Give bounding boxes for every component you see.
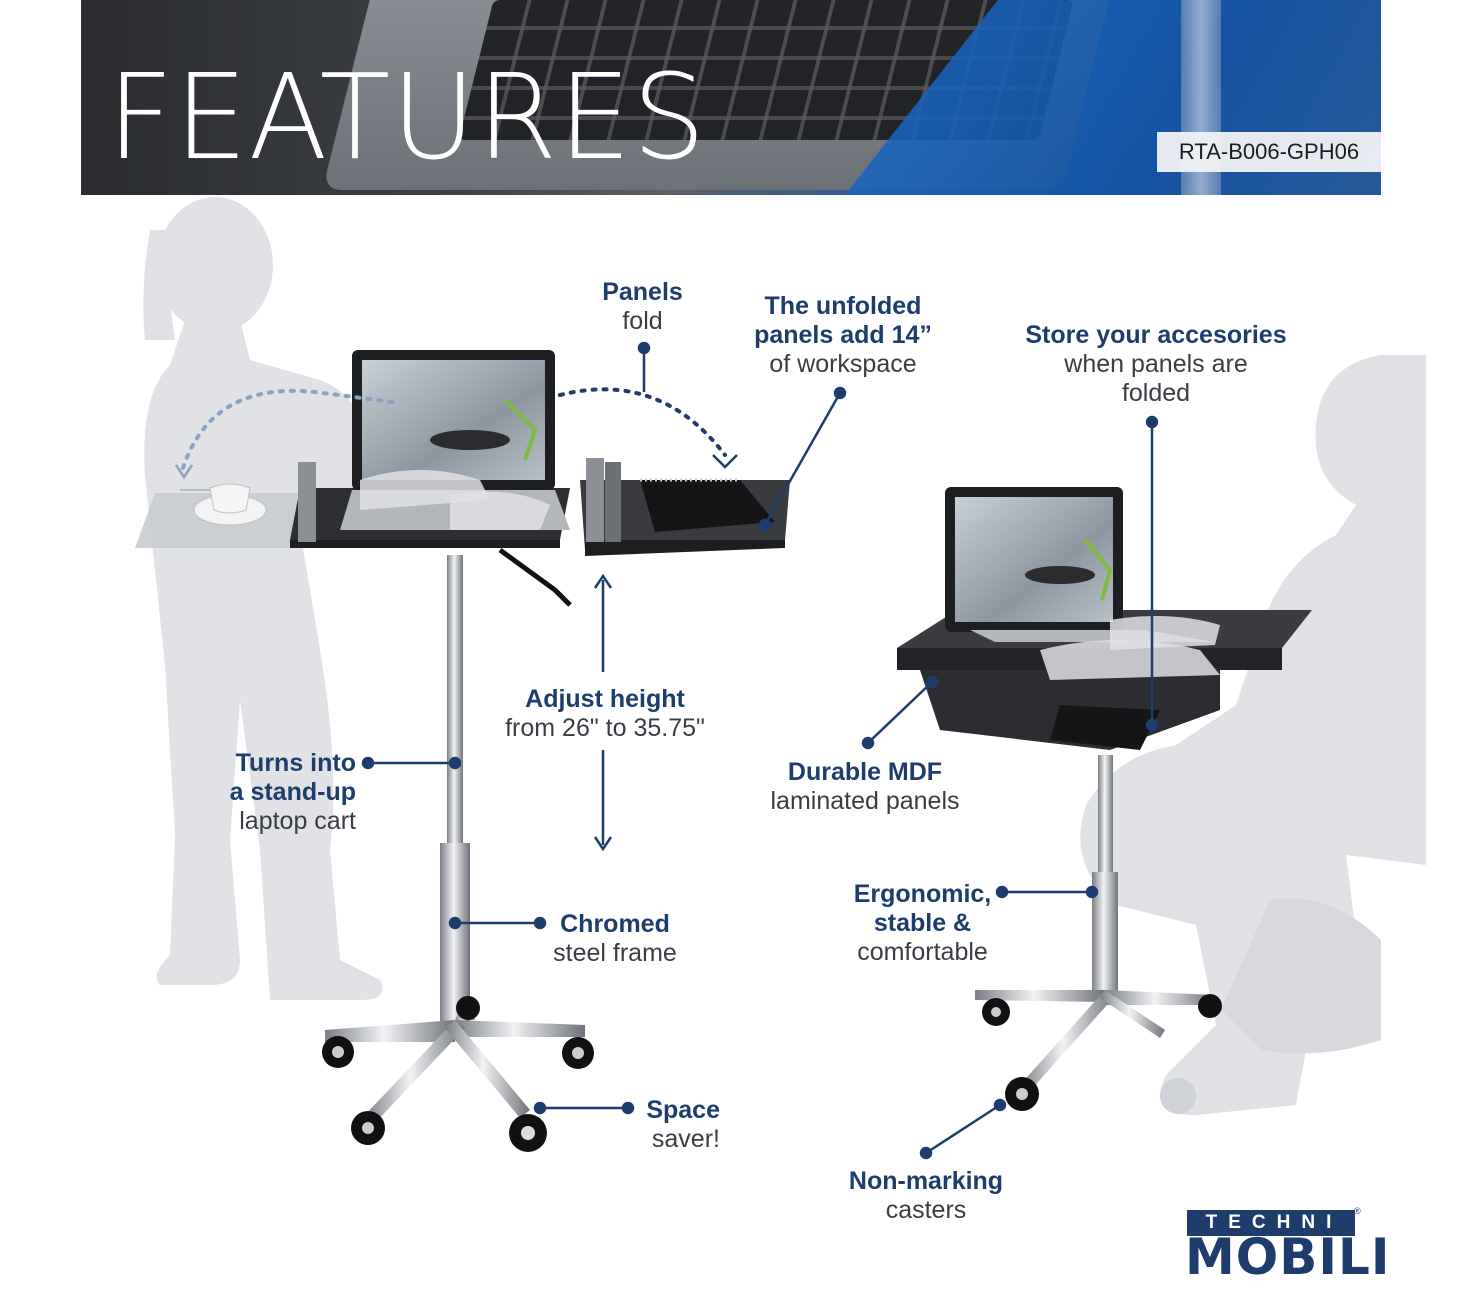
callout-unfolded-normal: of workspace <box>769 350 917 378</box>
callout-space-bold: Space <box>646 1096 720 1124</box>
callout-store-normal-2: folded <box>1121 379 1191 407</box>
brand-logo-bottom: MOBILI <box>1185 1228 1391 1286</box>
callout-ergonomic-normal: comfortable <box>857 938 988 966</box>
standing-laptop-cart <box>135 350 790 1152</box>
callout-turns-normal: laptop cart <box>239 807 356 835</box>
callout-store-accessories: Store your accesories when panels are fo… <box>1000 321 1312 408</box>
callout-panels-fold-normal: fold <box>622 307 663 335</box>
callout-durable-normal: laminated panels <box>770 787 960 815</box>
callout-panels-fold-bold: Panels <box>602 278 683 306</box>
callout-ergonomic-bold-1: Ergonomic, <box>853 880 992 908</box>
callout-chromed-normal: steel frame <box>553 939 677 967</box>
callout-store-bold: Store your accesories <box>1025 321 1287 349</box>
callout-ergonomic: Ergonomic, stable & comfortable <box>830 880 1015 967</box>
callout-leader-lines <box>174 341 1159 1160</box>
callout-chromed-frame: Chromed steel frame <box>530 910 700 968</box>
callout-unfolded-bold-2: panels add 14” <box>754 321 932 349</box>
callout-ergonomic-bold-2: stable & <box>873 909 972 937</box>
callout-adjust-height: Adjust height from 26" to 35.75" <box>475 685 735 743</box>
callout-non-marking-casters: Non-marking casters <box>826 1167 1026 1225</box>
header-banner: FEATURES <box>81 0 1381 195</box>
sku-badge: RTA-B006-GPH06 <box>1157 132 1381 172</box>
callout-casters-normal: casters <box>885 1196 967 1224</box>
callout-store-normal-1: when panels are <box>1064 350 1248 378</box>
seated-laptop-cart <box>897 487 1312 1111</box>
callout-panels-fold: Panels fold <box>560 278 725 336</box>
callout-unfolded-bold-1: The unfolded <box>764 292 922 320</box>
page-title: FEATURES <box>107 48 707 186</box>
brand-logo-top: TECHNI <box>1187 1210 1355 1236</box>
callout-casters-bold: Non-marking <box>848 1167 1004 1195</box>
callout-durable-bold: Durable MDF <box>787 758 943 786</box>
callout-stand-up-cart: Turns into a stand-up laptop cart <box>180 749 356 836</box>
callout-chromed-bold: Chromed <box>560 910 670 938</box>
callout-unfolded-panels: The unfolded panels add 14” of workspace <box>728 292 958 379</box>
seated-person-silhouette <box>1080 355 1426 1115</box>
registered-mark: ® <box>1354 1206 1361 1216</box>
callout-turns-bold-1: Turns into <box>235 749 356 777</box>
callout-adjust-bold: Adjust height <box>525 685 685 713</box>
callout-turns-bold-2: a stand-up <box>229 778 356 806</box>
standing-person-silhouette <box>143 197 383 1000</box>
callout-durable-mdf: Durable MDF laminated panels <box>745 758 985 816</box>
callout-adjust-normal: from 26" to 35.75" <box>505 714 705 742</box>
callout-space-normal: saver! <box>651 1125 720 1153</box>
callout-space-saver: Space saver! <box>620 1096 720 1154</box>
